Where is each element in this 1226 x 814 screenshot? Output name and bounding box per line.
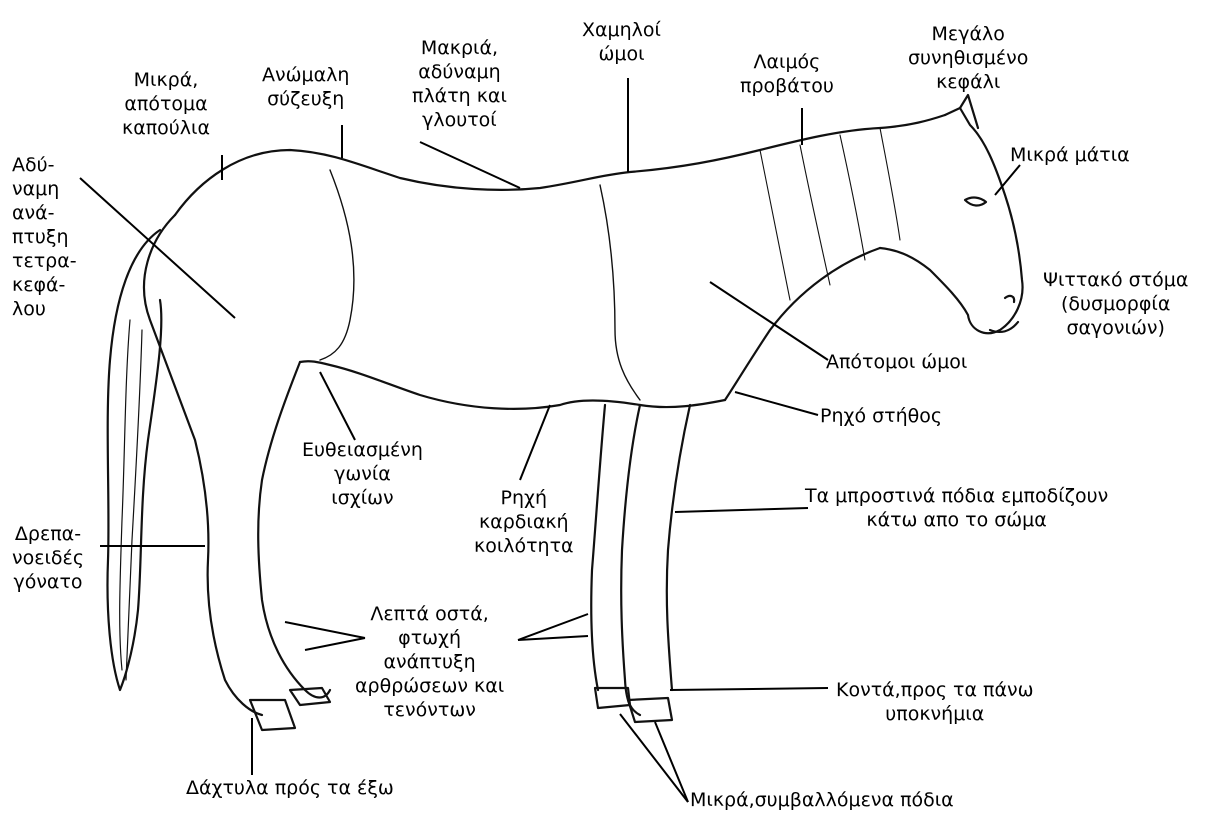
- horse-tail-outer: [108, 230, 162, 690]
- horse-back-outline: [175, 115, 945, 215]
- leader-short-pasterns: [670, 688, 828, 690]
- leader-small-feet-b: [655, 722, 688, 802]
- leader-heart-girth: [520, 405, 550, 480]
- horse-head-outline: [880, 108, 1023, 333]
- leader-front-legs: [675, 508, 808, 512]
- leader-steep-shoulders: [710, 282, 828, 360]
- horse-stifle-muscle: [320, 170, 354, 360]
- label-toes-out: Δάχτυλα πρός τα έξω: [186, 776, 394, 800]
- label-small-feet: Μικρά,συμβαλλόμενα πόδια: [690, 788, 954, 812]
- leader-hip-angle: [320, 372, 355, 440]
- horse-nostril: [1005, 296, 1014, 302]
- horse-eye: [965, 198, 986, 206]
- horse-hind-hoof-near: [250, 700, 295, 730]
- horse-shoulder-muscle: [600, 185, 640, 400]
- horse-tail-inner-2: [126, 330, 142, 680]
- leader-small-feet-a: [620, 714, 688, 802]
- horse-front-leg-near: [621, 405, 640, 715]
- horse-throat: [725, 248, 880, 400]
- leader-thin-bones-left-a: [285, 622, 365, 638]
- horse-belly: [300, 361, 725, 409]
- label-steep-shoulders: Απότομοι ώμοι: [826, 350, 967, 374]
- label-shallow-chest: Ρηχό στήθος: [820, 404, 942, 428]
- label-small-eyes: Μικρά μάτια: [1010, 143, 1130, 167]
- leader-quadriceps: [80, 178, 235, 318]
- horse-front-leg-far: [591, 405, 605, 690]
- leader-shallow-chest: [735, 392, 818, 415]
- leader-back: [420, 142, 520, 188]
- horse-front-leg-near-back: [667, 405, 690, 690]
- horse-front-hoof-far: [595, 688, 630, 708]
